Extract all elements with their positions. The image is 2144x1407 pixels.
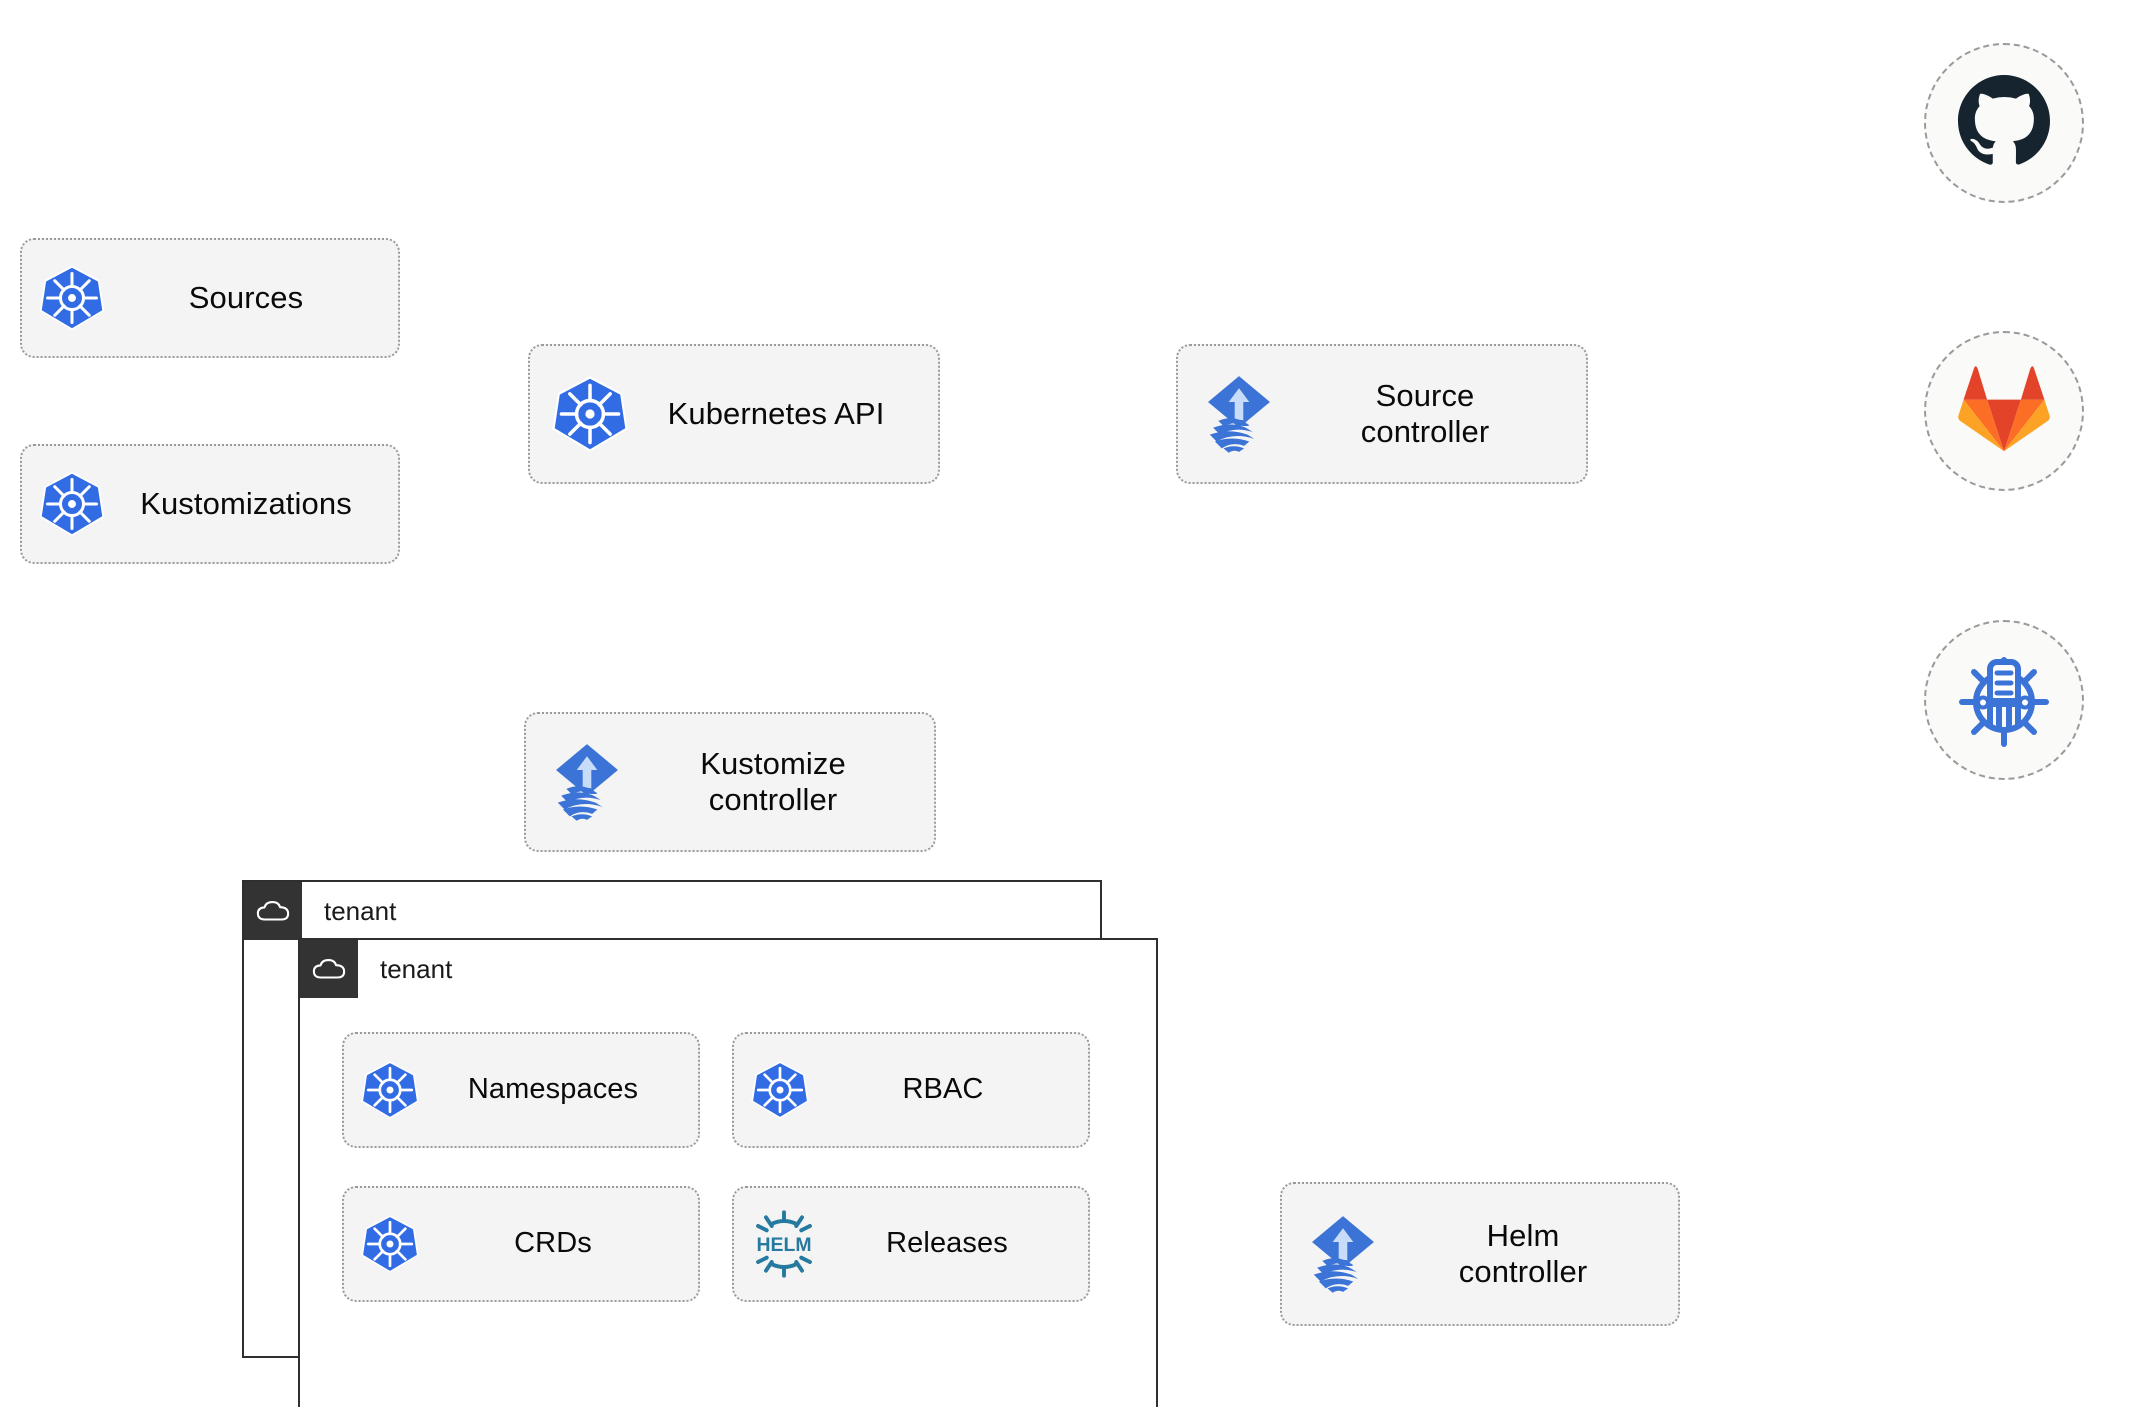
node-source-controller[interactable]: Source controller (1176, 344, 1588, 484)
node-releases[interactable]: HELM Releases (732, 1186, 1090, 1302)
provider-helm-repository[interactable] (1924, 620, 2084, 780)
node-sources-label: Sources (188, 280, 304, 316)
node-helm-controller[interactable]: Helm controller (1280, 1182, 1680, 1326)
node-kustomizations-label: Kustomizations (140, 486, 352, 522)
node-kustomize-controller[interactable]: Kustomize controller (524, 712, 936, 852)
tenant-1-label: tenant (324, 895, 397, 926)
cloud-icon (300, 940, 358, 998)
kubernetes-icon (36, 262, 108, 334)
node-namespaces[interactable]: Namespaces (342, 1032, 700, 1148)
cloud-icon (244, 882, 302, 940)
flux-icon (544, 739, 630, 825)
tenant-2-header: tenant (300, 940, 452, 998)
node-helm-controller-label: Helm controller (1458, 1218, 1588, 1289)
provider-github[interactable] (1924, 43, 2084, 203)
node-releases-label: Releases (886, 1227, 1008, 1260)
flux-icon (1300, 1211, 1386, 1297)
kubernetes-icon (748, 1058, 812, 1122)
kubernetes-icon (548, 372, 632, 456)
github-icon (1956, 73, 2052, 174)
node-namespaces-label: Namespaces (467, 1073, 639, 1106)
node-kustomizations[interactable]: Kustomizations (20, 444, 400, 564)
tenant-2-label: tenant (380, 953, 453, 984)
node-crds-label: CRDs (514, 1227, 592, 1260)
node-source-controller-label: Source controller (1360, 378, 1490, 449)
node-sources[interactable]: Sources (20, 238, 400, 358)
tenant-1-header: tenant (244, 882, 396, 940)
node-rbac[interactable]: RBAC (732, 1032, 1090, 1148)
node-crds[interactable]: CRDs (342, 1186, 700, 1302)
provider-gitlab[interactable] (1924, 331, 2084, 491)
tenant-container-2[interactable]: tenant (298, 938, 1158, 1407)
helm-icon: HELM (748, 1208, 820, 1280)
kubernetes-icon (36, 468, 108, 540)
kubernetes-icon (358, 1212, 422, 1276)
node-kubernetes-api-label: Kubernetes API (667, 396, 885, 432)
helm-wordmark: HELM (756, 1234, 811, 1256)
gitlab-icon (1957, 362, 2051, 461)
kubernetes-icon (358, 1058, 422, 1122)
node-rbac-label: RBAC (902, 1073, 984, 1106)
helm-repository-icon (1954, 648, 2054, 753)
node-kubernetes-api[interactable]: Kubernetes API (528, 344, 940, 484)
flux-icon (1196, 371, 1282, 457)
node-kustomize-controller-label: Kustomize controller (700, 746, 846, 817)
